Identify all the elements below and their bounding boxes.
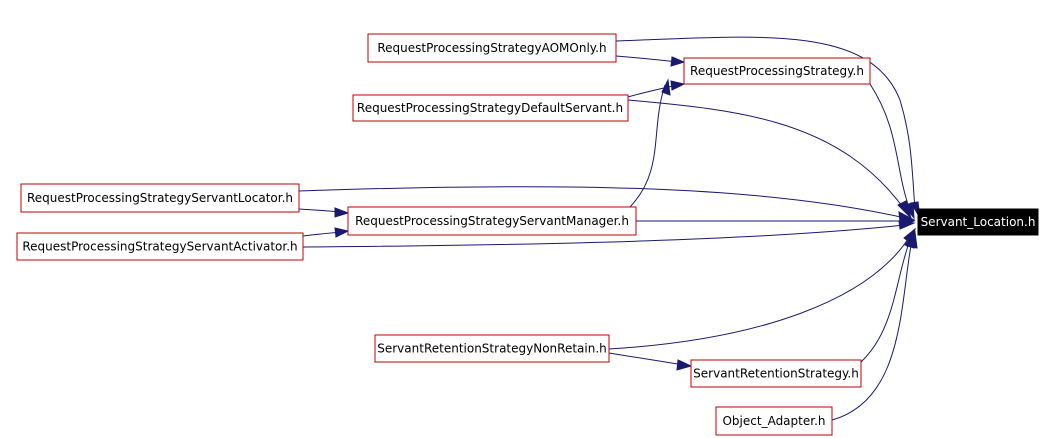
edge-nonretain-to-srs bbox=[608, 352, 693, 371]
edge-manager-to-rps bbox=[629, 78, 671, 208]
edge-locator-to-manager bbox=[298, 207, 350, 218]
node-label: ServantRetentionStrategyNonRetain.h bbox=[377, 342, 607, 356]
nodes: RequestProcessingStrategyAOMOnly.h Reque… bbox=[16, 33, 1039, 436]
edge-aom-to-rps bbox=[615, 55, 686, 67]
node-servant-location-target[interactable]: Servant_Location.h bbox=[917, 208, 1039, 236]
node-label: RequestProcessingStrategyDefaultServant.… bbox=[357, 101, 623, 115]
edge-default-to-servant-location bbox=[627, 99, 912, 219]
node-request-processing-strategy-default-servant[interactable]: RequestProcessingStrategyDefaultServant.… bbox=[352, 94, 629, 122]
node-request-processing-strategy-servant-locator[interactable]: RequestProcessingStrategyServantLocator.… bbox=[20, 183, 300, 213]
edge-nonretain-to-servant-location bbox=[608, 227, 916, 350]
node-label: Object_Adapter.h bbox=[722, 414, 825, 428]
edge-activator-to-manager bbox=[302, 227, 350, 238]
edge-rps-to-servant-location bbox=[869, 83, 915, 220]
node-label: Servant_Location.h bbox=[921, 215, 1036, 229]
node-request-processing-strategy-servant-activator[interactable]: RequestProcessingStrategyServantActivato… bbox=[16, 232, 304, 261]
node-label: RequestProcessingStrategyServantManager.… bbox=[355, 214, 629, 228]
edge-activator-to-servant-location bbox=[302, 220, 916, 248]
node-label: RequestProcessingStrategy.h bbox=[690, 64, 864, 78]
node-label: RequestProcessingStrategyServantActivato… bbox=[22, 240, 297, 254]
node-servant-retention-strategy-non-retain[interactable]: ServantRetentionStrategyNonRetain.h bbox=[374, 334, 610, 363]
edges bbox=[298, 36, 921, 421]
edge-srs-to-servant-location bbox=[860, 230, 915, 363]
edge-default-to-rps bbox=[627, 80, 686, 98]
edge-object-adapter-to-servant-location bbox=[831, 230, 918, 421]
node-request-processing-strategy[interactable]: RequestProcessingStrategy.h bbox=[683, 57, 871, 85]
node-label: RequestProcessingStrategyServantLocator.… bbox=[27, 191, 293, 205]
node-request-processing-strategy-aom-only[interactable]: RequestProcessingStrategyAOMOnly.h bbox=[367, 33, 617, 63]
node-object-adapter[interactable]: Object_Adapter.h bbox=[715, 406, 833, 436]
node-request-processing-strategy-servant-manager[interactable]: RequestProcessingStrategyServantManager.… bbox=[347, 206, 637, 236]
node-servant-retention-strategy[interactable]: ServantRetentionStrategy.h bbox=[690, 359, 862, 388]
node-label: ServantRetentionStrategy.h bbox=[693, 367, 859, 381]
node-label: RequestProcessingStrategyAOMOnly.h bbox=[377, 41, 606, 55]
edge-manager-to-servant-location bbox=[636, 215, 916, 227]
